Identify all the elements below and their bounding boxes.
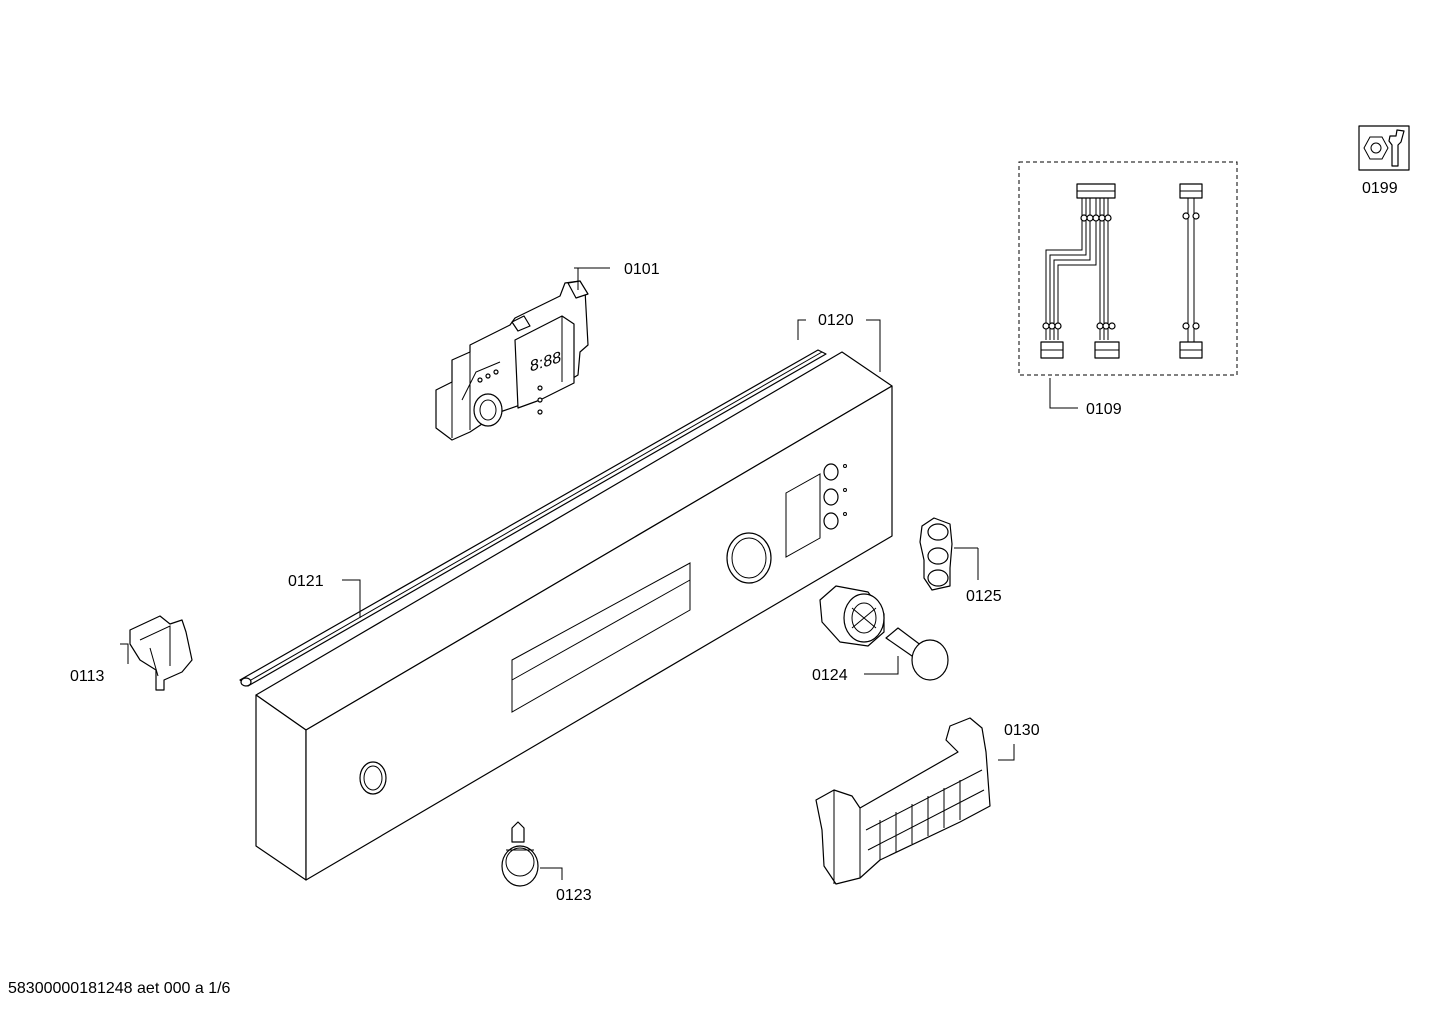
label-0199: 0199 [1362,180,1398,197]
label-0113: 0113 [70,668,105,685]
part-labels: 0199 0101 0120 0109 0121 0125 0113 0124 … [70,180,1398,904]
part-0199-tool-icon [1358,125,1410,171]
part-0113-bracket [129,615,193,691]
label-0101: 0101 [624,261,660,278]
label-0121: 0121 [288,573,324,590]
label-0125: 0125 [966,588,1002,605]
label-0123: 0123 [556,887,592,904]
part-0120-fascia-panel [255,351,893,881]
label-0130: 0130 [1004,722,1040,739]
part-0123-switch [501,821,539,887]
label-0109: 0109 [1086,401,1122,418]
label-0120: 0120 [818,312,854,329]
label-0124: 0124 [812,667,848,684]
part-0125-button-cluster [919,517,953,591]
part-0130-holder-bracket [815,717,991,885]
leader-lines [120,267,1078,880]
part-0121-gasket-strip [239,349,827,687]
part-0124-knob [819,585,949,681]
document-footer: 58300000181248 aet 000 a 1/6 [8,980,231,997]
part-0101-control-module: 8:88 [435,280,589,441]
part-0109-wiring-harness [1018,161,1238,376]
